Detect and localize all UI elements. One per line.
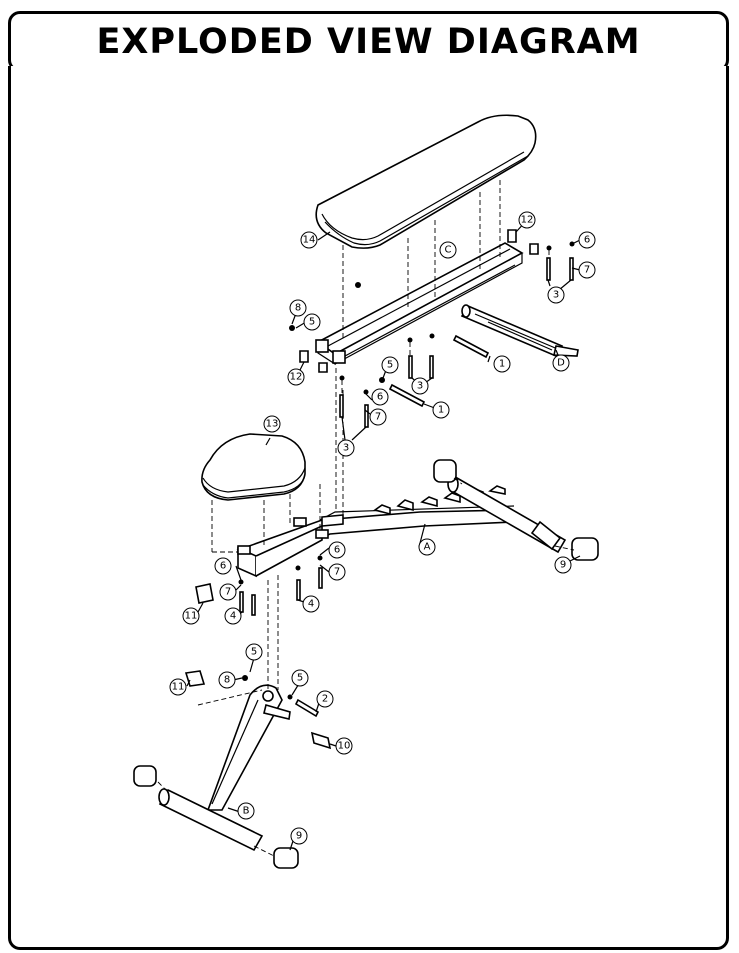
callout-13: 13 — [263, 415, 281, 433]
svg-text:9: 9 — [296, 831, 302, 842]
callout-12-top: 12 — [518, 211, 536, 229]
backrest-pad — [315, 114, 537, 249]
svg-text:7: 7 — [375, 412, 381, 423]
svg-text:B: B — [243, 806, 250, 817]
svg-text:4: 4 — [308, 599, 314, 610]
callout-5-top: 5 — [303, 313, 321, 331]
adjustment-tube — [460, 304, 579, 358]
svg-text:1: 1 — [438, 405, 444, 416]
svg-text:2: 2 — [322, 694, 328, 705]
svg-text:C: C — [445, 245, 452, 256]
svg-text:9: 9 — [560, 560, 566, 571]
svg-text:3: 3 — [343, 443, 349, 454]
svg-text:3: 3 — [553, 290, 559, 301]
front-leg — [158, 684, 291, 852]
callout-7-right: 7 — [328, 563, 346, 581]
svg-text:5: 5 — [297, 673, 303, 684]
callout-6-left: 6 — [214, 557, 232, 575]
svg-text:7: 7 — [225, 587, 231, 598]
bolts — [238, 241, 575, 750]
svg-text:6: 6 — [334, 545, 340, 556]
callout-3-mid: 3 — [337, 439, 355, 457]
square-caps — [184, 229, 539, 687]
callout-5-lower-left: 5 — [245, 643, 263, 661]
callout-6-top: 6 — [578, 231, 596, 249]
page-title: EXPLODED VIEW DIAGRAM — [96, 21, 641, 62]
seat-pad — [201, 433, 306, 501]
svg-text:4: 4 — [230, 611, 236, 622]
svg-text:8: 8 — [224, 675, 230, 686]
callout-4-left: 4 — [224, 607, 242, 625]
svg-text:11: 11 — [185, 611, 198, 622]
callout-10: 10 — [335, 737, 353, 755]
callout-9-right: 9 — [554, 556, 572, 574]
svg-text:12: 12 — [521, 215, 534, 226]
svg-text:6: 6 — [377, 392, 383, 403]
callout-6-right: 6 — [328, 541, 346, 559]
callout-D: D — [552, 354, 570, 372]
callout-3-center: 3 — [411, 377, 429, 395]
svg-text:A: A — [424, 542, 431, 553]
svg-text:D: D — [557, 358, 565, 369]
svg-text:12: 12 — [290, 372, 303, 383]
callout-7-top: 7 — [578, 261, 596, 279]
callout-B: B — [237, 802, 255, 820]
callout-1-upper: 1 — [493, 355, 511, 373]
svg-text:13: 13 — [266, 419, 279, 430]
callout-3-top: 3 — [547, 286, 565, 304]
svg-text:5: 5 — [387, 360, 393, 371]
callout-6-mid: 6 — [371, 388, 389, 406]
svg-text:6: 6 — [584, 235, 590, 246]
end-caps — [133, 459, 599, 869]
callout-2: 2 — [316, 690, 334, 708]
title-box: EXPLODED VIEW DIAGRAM — [8, 11, 729, 72]
svg-text:11: 11 — [172, 682, 185, 693]
callout-8-lower: 8 — [218, 671, 236, 689]
svg-text:7: 7 — [334, 567, 340, 578]
svg-text:3: 3 — [417, 381, 423, 392]
callout-11-lower: 11 — [169, 678, 187, 696]
svg-text:10: 10 — [338, 741, 351, 752]
callout-A: A — [418, 538, 436, 556]
callout-14: 14 — [300, 231, 318, 249]
callout-7-mid: 7 — [369, 408, 387, 426]
svg-text:6: 6 — [220, 561, 226, 572]
adjustment-ladder — [373, 485, 506, 516]
callout-1-lower: 1 — [432, 401, 450, 419]
callout-9-lower: 9 — [290, 827, 308, 845]
svg-text:5: 5 — [251, 647, 257, 658]
callout-5-mid: 5 — [381, 356, 399, 374]
callout-C: C — [439, 241, 457, 259]
callout-5-lower-right: 5 — [291, 669, 309, 687]
callout-4-right: 4 — [302, 595, 320, 613]
svg-text:5: 5 — [309, 317, 315, 328]
callout-11-upper: 11 — [182, 607, 200, 625]
main-frame — [236, 475, 567, 578]
callout-12-left: 12 — [287, 368, 305, 386]
svg-text:7: 7 — [584, 265, 590, 276]
svg-text:14: 14 — [303, 235, 316, 246]
callout-7-left: 7 — [219, 583, 237, 601]
svg-text:8: 8 — [295, 303, 301, 314]
callout-8-top: 8 — [289, 299, 307, 317]
back-frame — [315, 242, 524, 366]
svg-text:1: 1 — [499, 359, 505, 370]
